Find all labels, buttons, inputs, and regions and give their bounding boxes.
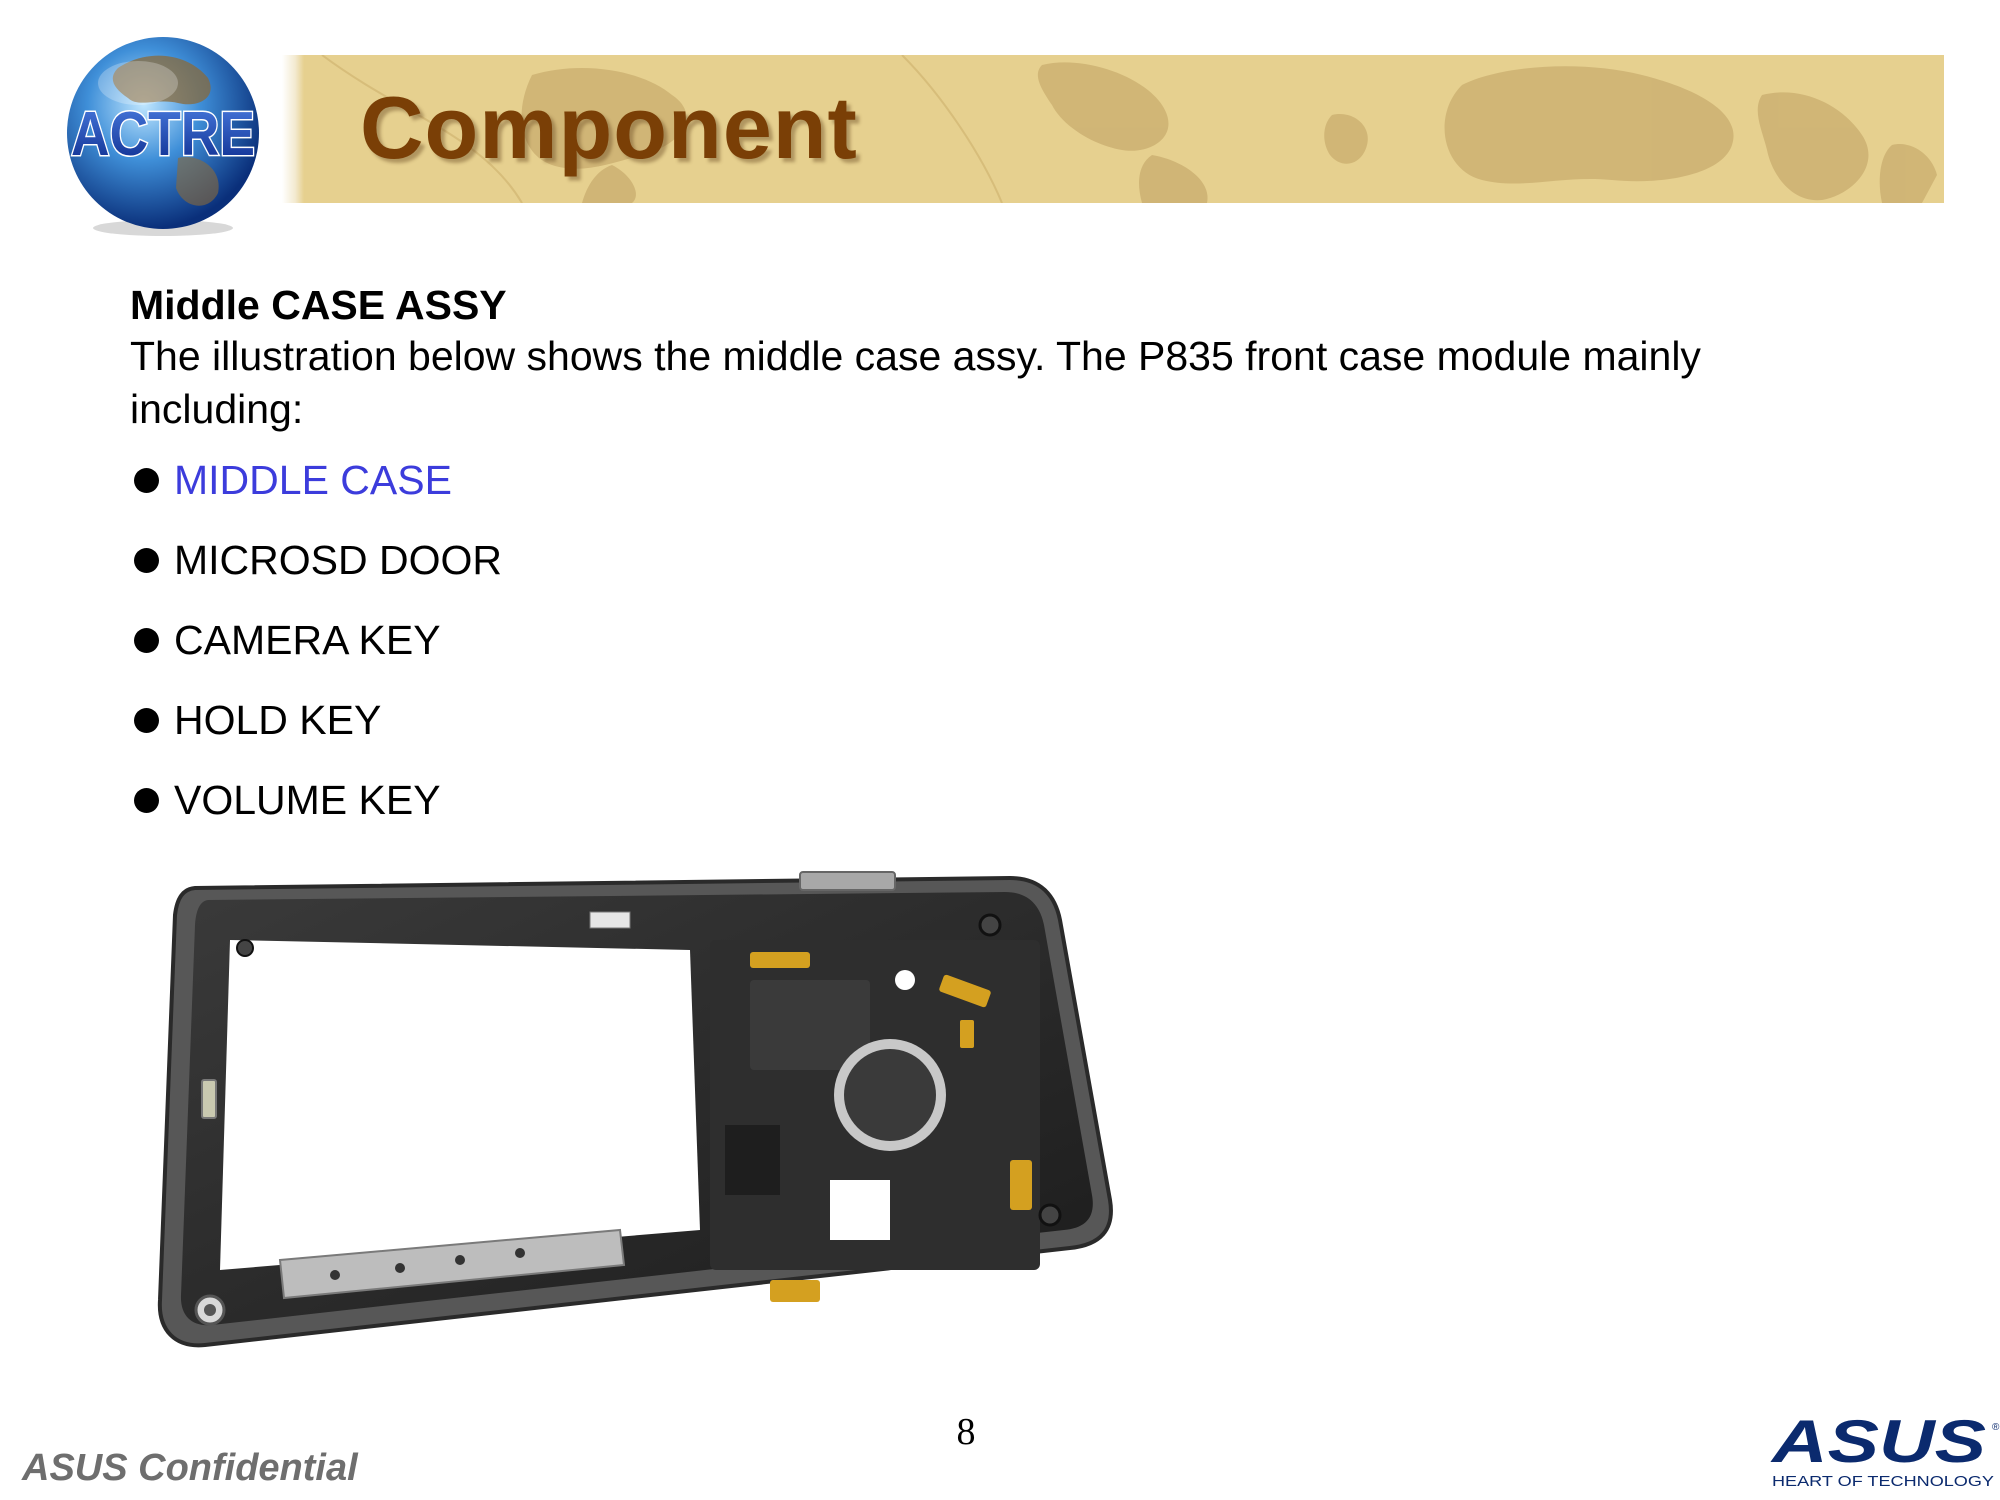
world-map-watermark — [321, 55, 1937, 203]
brand-wordmark: ASUS — [1769, 1412, 1986, 1475]
asus-wordmark-icon: ASUS ® HEART OF TECHNOLOGY — [1769, 1408, 2000, 1490]
globe-icon: ACTRE — [67, 37, 259, 236]
page-number: 8 — [956, 1411, 976, 1453]
bullet-icon — [134, 628, 159, 653]
bullet-icon — [134, 708, 159, 733]
middle-case-illustration — [157, 871, 1113, 1348]
list-item-hold-key: HOLD KEY — [130, 692, 502, 772]
bullet-icon — [134, 548, 159, 573]
bullet-icon — [134, 788, 159, 813]
asus-logo: ASUS ® HEART OF TECHNOLOGY — [1768, 1408, 2000, 1492]
list-item-label: VOLUME KEY — [174, 777, 441, 823]
list-item-label: CAMERA KEY — [174, 617, 441, 663]
page-title: Component — [360, 78, 858, 177]
confidential-label: ASUS Confidential — [22, 1447, 358, 1489]
middle-case-photo — [150, 870, 1120, 1350]
list-item-middle-case: MIDDLE CASE — [130, 452, 502, 532]
list-item-label: HOLD KEY — [174, 697, 382, 743]
logo-wordmark: ACTRE — [71, 100, 255, 169]
list-item-label: MIDDLE CASE — [174, 457, 452, 503]
intro-paragraph: The illustration below shows the middle … — [130, 333, 1701, 432]
svg-text:®: ® — [1992, 1422, 2000, 1433]
component-list: MIDDLE CASE MICROSD DOOR CAMERA KEY HOLD… — [130, 452, 502, 852]
section-heading: Middle CASE ASSY — [130, 282, 507, 328]
list-item-microsd-door: MICROSD DOOR — [130, 532, 502, 612]
banner-curl — [282, 55, 304, 203]
list-item-label: MICROSD DOOR — [174, 537, 502, 583]
brand-tagline: HEART OF TECHNOLOGY — [1772, 1473, 1994, 1490]
bullet-icon — [134, 468, 159, 493]
actre-logo: ACTRE — [58, 28, 268, 238]
title-banner — [282, 55, 1944, 203]
list-item-volume-key: VOLUME KEY — [130, 772, 502, 852]
list-item-camera-key: CAMERA KEY — [130, 612, 502, 692]
